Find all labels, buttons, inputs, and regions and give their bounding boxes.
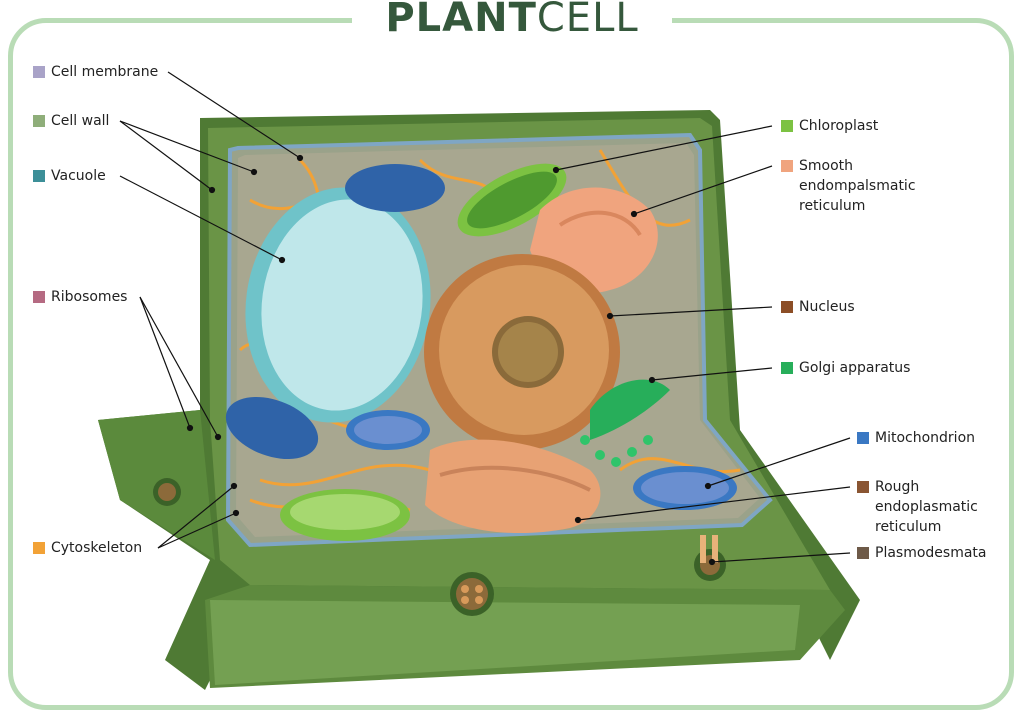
- label-rough-er: Rough endoplasmatic reticulum: [857, 477, 1002, 537]
- title-bold: PLANT: [385, 0, 537, 41]
- label-cell-membrane: Cell membrane: [33, 62, 158, 82]
- page-title: PLANTCELL: [352, 0, 672, 42]
- label-vacuole: Vacuole: [33, 166, 106, 186]
- label-chloroplast: Chloroplast: [781, 116, 878, 136]
- swatch-ribosomes: [33, 291, 45, 303]
- label-smooth-er: Smooth endompalsmatic reticulum: [781, 156, 941, 216]
- label-golgi: Golgi apparatus: [781, 358, 910, 378]
- label-mitochondrion-text: Mitochondrion: [875, 430, 976, 446]
- label-ribosomes-text: Ribosomes: [51, 289, 128, 305]
- chloroplast-shapes: [280, 163, 567, 541]
- label-smooth-er-text: Smooth endompalsmatic reticulum: [799, 158, 916, 214]
- title-light: CELL: [536, 0, 639, 41]
- plasmodesmata-shape: [700, 535, 718, 563]
- leader-lines: [119, 71, 851, 566]
- swatch-cell-wall: [33, 115, 45, 127]
- label-plasmodesmata: Plasmodesmata: [857, 543, 987, 563]
- label-cell-wall: Cell wall: [33, 111, 109, 131]
- swatch-mitochondrion: [857, 432, 869, 444]
- swatch-nucleus: [781, 301, 793, 313]
- label-cytoskeleton-text: Cytoskeleton: [51, 540, 143, 556]
- swatch-smooth-er: [781, 160, 793, 172]
- rough-er-shape: [425, 439, 601, 534]
- label-mitochondrion: Mitochondrion: [857, 428, 975, 448]
- swatch-plasmodesmata: [857, 547, 869, 559]
- label-cytoskeleton: Cytoskeleton: [33, 538, 142, 558]
- swatch-chloroplast: [781, 120, 793, 132]
- label-cell-membrane-text: Cell membrane: [51, 64, 159, 80]
- golgi-shape: [580, 379, 670, 467]
- nucleus-shape: [424, 254, 620, 450]
- label-rough-er-text: Rough endoplasmatic reticulum: [875, 479, 978, 535]
- swatch-cell-membrane: [33, 66, 45, 78]
- mitochondria-shapes: [225, 164, 737, 510]
- swatch-cytoskeleton: [33, 542, 45, 554]
- swatch-vacuole: [33, 170, 45, 182]
- label-nucleus: Nucleus: [781, 297, 855, 317]
- label-chloroplast-text: Chloroplast: [799, 118, 879, 134]
- label-cell-wall-text: Cell wall: [51, 113, 110, 129]
- label-vacuole-text: Vacuole: [51, 168, 106, 184]
- vacuole-shape: [245, 187, 431, 423]
- label-plasmodesmata-text: Plasmodesmata: [875, 545, 987, 561]
- label-nucleus-text: Nucleus: [799, 299, 855, 315]
- label-ribosomes: Ribosomes: [33, 287, 127, 307]
- swatch-golgi: [781, 362, 793, 374]
- swatch-rough-er: [857, 481, 869, 493]
- label-golgi-text: Golgi apparatus: [799, 360, 911, 376]
